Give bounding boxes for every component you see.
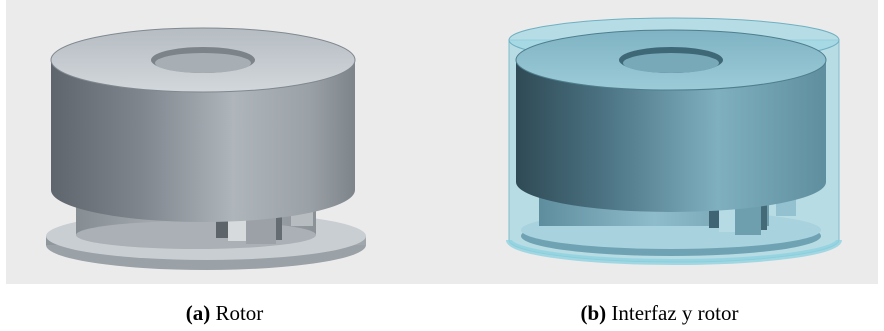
- interface-front-rim: [506, 239, 842, 265]
- rotor-render: [6, 0, 443, 284]
- figure-a-label: Rotor: [215, 301, 264, 325]
- figure-b-label: Interfaz y rotor: [611, 301, 739, 325]
- shroud-cylinder: [515, 29, 827, 212]
- interface-rotor-render: [441, 0, 878, 284]
- figure-b-image: [441, 0, 878, 284]
- figure-a-image: [6, 0, 443, 284]
- shroud-cylinder: [50, 27, 356, 222]
- figure-b-caption: (b) Interfaz y rotor: [441, 300, 878, 326]
- figure-b-tag: (b): [580, 301, 607, 325]
- figure-a-caption: (a) Rotor: [6, 300, 443, 326]
- figure-a-tag: (a): [185, 301, 211, 325]
